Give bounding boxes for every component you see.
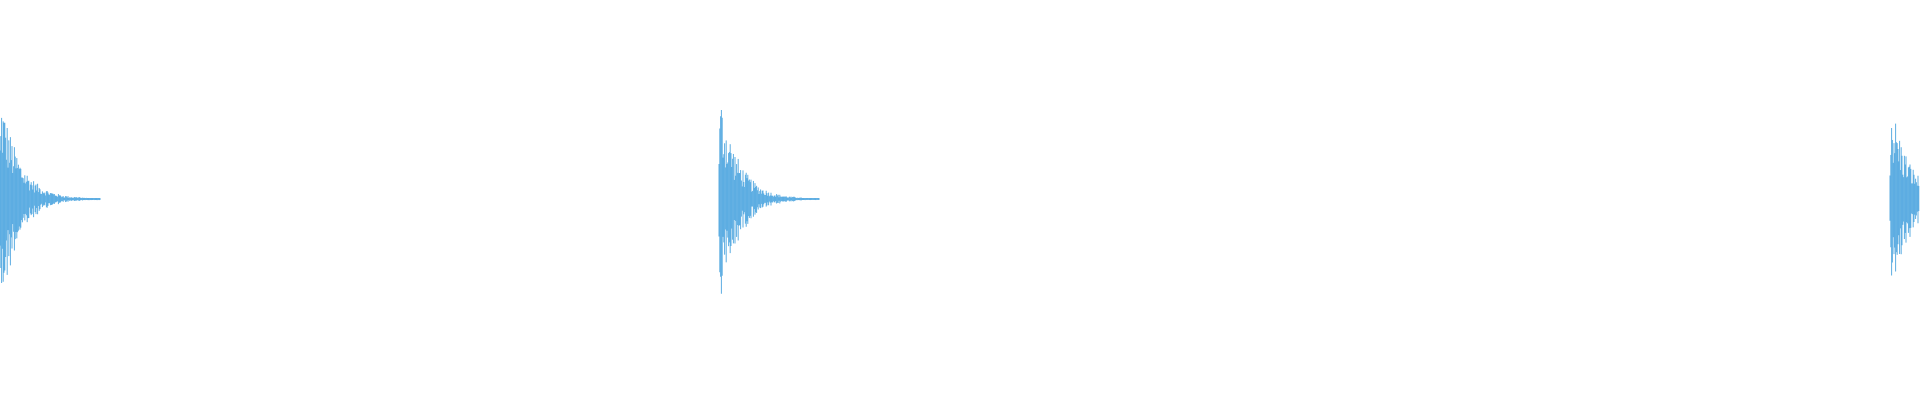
waveform-tail-dot <box>801 198 802 200</box>
waveform-tail-dot <box>817 198 818 200</box>
waveform-tail-dot <box>90 198 91 200</box>
waveform-tail-dot <box>82 198 83 200</box>
waveform-burst-3 <box>1889 123 1920 276</box>
waveform-burst-1 <box>0 117 101 283</box>
waveform-bursts <box>0 110 1920 294</box>
waveform-tail-dot <box>98 198 99 200</box>
waveform-tail-dot <box>809 198 810 200</box>
waveform-burst-2 <box>718 110 820 294</box>
